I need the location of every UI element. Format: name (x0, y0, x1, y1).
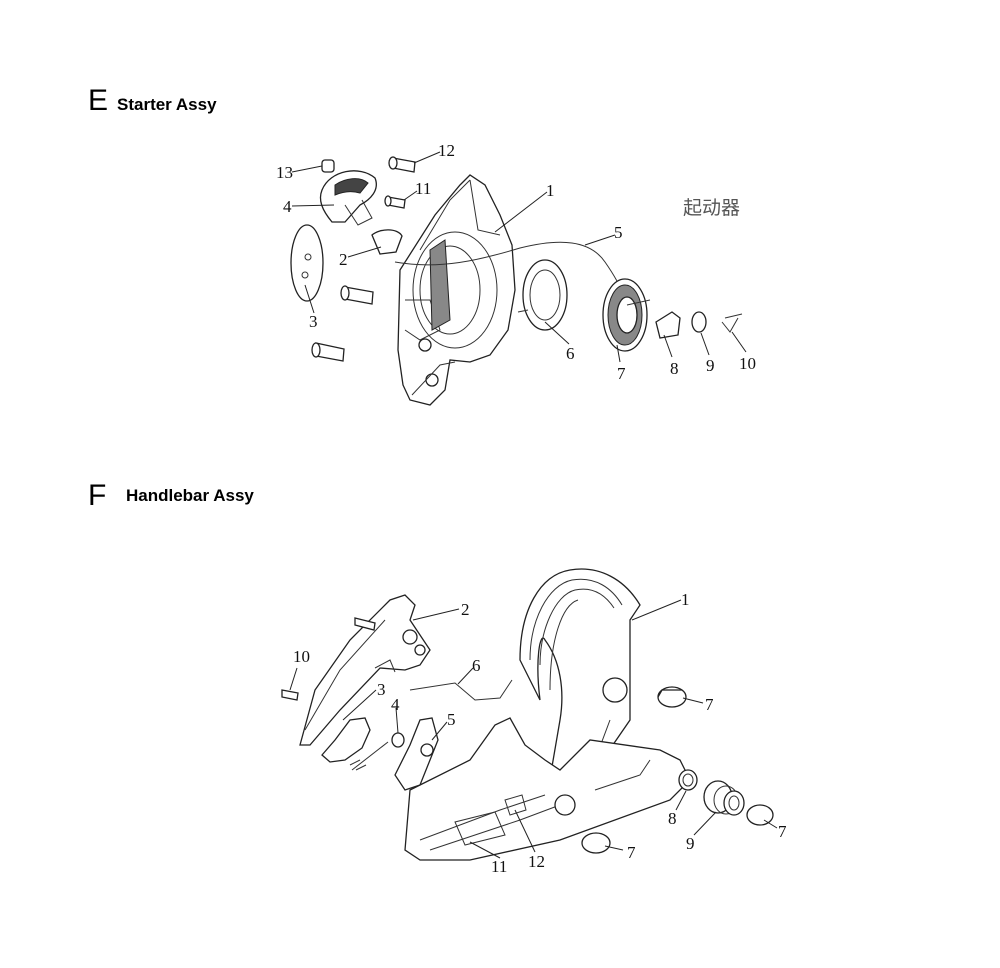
handlebar-base (404, 717, 691, 861)
starter-handle (319, 170, 377, 223)
callout-f-12: 12 (528, 852, 545, 871)
grommet (703, 780, 745, 816)
callout-e-3: 3 (309, 312, 318, 331)
callout-e-11: 11 (415, 179, 431, 198)
starter-chinese-note: 起动器 (683, 197, 740, 219)
section-f-letter: F (88, 479, 107, 512)
callout-e-9: 9 (706, 356, 715, 375)
starter-callouts: 13 4 2 3 1 5 6 7 8 9 10 11 12 起动器 (276, 141, 756, 383)
cover-plate (290, 224, 324, 302)
callout-e-2: 2 (339, 250, 348, 269)
handlebar-callouts: 1 2 3 4 5 6 7 7 7 8 9 10 11 12 (293, 590, 787, 876)
starter-leaders (291, 151, 747, 363)
handlebar-leaders (289, 599, 778, 859)
callout-e-1: 1 (546, 181, 555, 200)
callout-f-10: 10 (293, 647, 310, 666)
trigger-lever (321, 717, 371, 763)
callout-f-7a: 7 (705, 695, 714, 714)
callout-f-7c: 7 (778, 822, 787, 841)
callout-e-13: 13 (276, 163, 293, 182)
throttle-block (394, 717, 439, 791)
callout-e-12: 12 (438, 141, 455, 160)
section-f-title: Handlebar Assy (126, 486, 254, 505)
washer (691, 311, 707, 333)
callout-f-4: 4 (391, 695, 400, 714)
callout-f-5: 5 (447, 710, 456, 729)
bracket-screw (281, 689, 299, 701)
bushing (678, 769, 698, 791)
lever-spring (351, 741, 389, 771)
spring-clip (721, 313, 743, 333)
callout-f-7b: 7 (627, 843, 636, 862)
throttle-rod (409, 679, 513, 701)
callout-e-5: 5 (614, 223, 623, 242)
callout-e-4: 4 (283, 197, 292, 216)
starter-cap (321, 159, 335, 173)
section-e-letter: E (88, 84, 109, 117)
pawl (655, 311, 681, 339)
handlebar-assy-drawing (281, 568, 774, 861)
end-caps (581, 686, 774, 854)
callout-f-9: 9 (686, 834, 695, 853)
callout-f-1: 1 (681, 590, 690, 609)
callout-e-6: 6 (566, 344, 575, 363)
rope-guide (371, 229, 403, 255)
callout-e-10: 10 (739, 354, 756, 373)
starter-assy-drawing (290, 156, 743, 406)
callout-e-7: 7 (617, 364, 626, 383)
callout-f-2: 2 (461, 600, 470, 619)
starter-rope (394, 241, 626, 299)
callout-f-11: 11 (491, 857, 507, 876)
callout-e-8: 8 (670, 359, 679, 378)
section-e-title: Starter Assy (117, 95, 217, 114)
callout-f-3: 3 (377, 680, 386, 699)
callout-f-6: 6 (472, 656, 481, 675)
callout-f-8: 8 (668, 809, 677, 828)
starter-pins (311, 156, 416, 362)
